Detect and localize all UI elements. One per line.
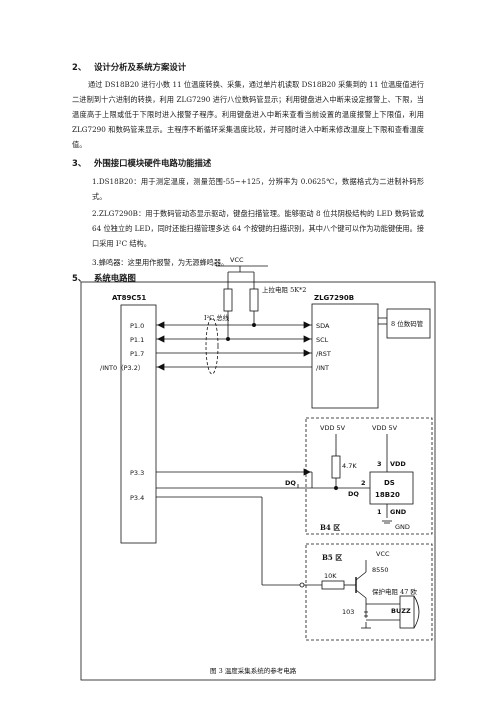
b5-region (305, 543, 433, 641)
resistor-4k7 (331, 455, 341, 479)
pullup-label: 上拉电阻 5K*2 (262, 285, 306, 294)
pullup-resistor-2 (249, 288, 259, 312)
section-5-heading: 5、系统电路图 (72, 272, 136, 284)
section-3-title: 外围接口模块硬件电路功能描述 (94, 158, 212, 168)
section-2-number: 2、 (72, 62, 87, 72)
display-label: 8 位数码管 (391, 319, 424, 328)
b5-cap: 103 (342, 608, 354, 616)
b4-pin3: 3 (377, 460, 382, 468)
b4-pin2: 2 (361, 479, 366, 487)
ds18b20-chip (369, 471, 414, 505)
section-2-title: 设计分析及系统方案设计 (94, 62, 187, 72)
ds18b20-line2: 18B20 (375, 491, 400, 499)
section-3-item-2: 2.ZLG7290B：用于数码管动态显示驱动，键盘扫描管理。能够驱动 8 位共阴… (92, 209, 424, 248)
mcu-pin-p11: P1.1 (130, 336, 144, 344)
mcu-pin-int0: /INT0（P3.2） (100, 364, 144, 372)
b4-resistor-label: 4.7K (342, 462, 357, 470)
section-3-number: 3、 (72, 158, 87, 168)
b4-vdd-right: VDD 5V (372, 424, 398, 432)
ds18b20-line1: DS (384, 479, 395, 487)
mcu-pin-p10: P1.0 (130, 322, 144, 330)
zlg-pin-int: /INT (316, 364, 329, 372)
b4-vdd-pin: VDD (390, 460, 406, 468)
b4-gnd: GND (395, 523, 410, 531)
zlg-name: ZLG7290B (314, 294, 354, 302)
mcu-chip (120, 304, 157, 544)
mcu-pin-p17: P1.7 (130, 350, 144, 358)
b4-gnd-pin: GND (390, 508, 407, 516)
schematic-frame (80, 281, 436, 681)
section-5-title: 系统电路图 (94, 273, 136, 283)
mcu-pin-p33: P3.3 (130, 469, 144, 477)
b5-protect-label: 保护电阻 47 欧 (372, 587, 417, 596)
zlg-pin-rst: /RST (316, 350, 331, 358)
resistor-10k (321, 580, 345, 590)
zlg-pin-sda: SDA (316, 322, 330, 330)
section-5-number: 5、 (72, 273, 87, 283)
b4-region (305, 417, 433, 535)
display-box (386, 308, 431, 339)
b4-dq-outer: DQ (285, 479, 296, 487)
i2c-bus-ellipse (205, 317, 219, 375)
b4-pin1: 1 (377, 508, 382, 516)
b5-region-label: B5 区 (322, 553, 342, 562)
b5-vcc: VCC (376, 550, 390, 558)
zlg-pin-scl: SCL (316, 336, 329, 344)
pullup-resistor-1 (223, 288, 233, 312)
b4-dq-inner: DQ (348, 490, 359, 498)
section-2-heading: 2、设计分析及系统方案设计 (72, 61, 186, 73)
section-2-paragraph: 通过 DS18B20 进行小数 11 位温度转换、采集，通过单片机读取 DS18… (72, 80, 424, 149)
i2c-bus-label: I²C 总线 (204, 313, 230, 322)
section-3-heading: 3、外围接口模块硬件电路功能描述 (72, 157, 211, 169)
mcu-name: AT89C51 (112, 294, 146, 302)
buzzer (399, 595, 415, 629)
b4-vdd-left: VDD 5V (320, 424, 346, 432)
b5-buzzer: BUZZ (391, 607, 411, 615)
b4-region-label: B4 区 (320, 523, 340, 532)
section-3-item-3: 3.蜂鸣器：这里用作报警，为无源蜂鸣器。 (92, 258, 229, 267)
figure-caption: 图 3 温度采集系统的参考电路 (210, 666, 297, 675)
b5-transistor: 8550 (372, 566, 389, 574)
b5-resistor: 10K (324, 572, 337, 580)
vcc-top-label: VCC (230, 256, 244, 264)
section-3-item-1: 1.DS18B20：用于测定温度，测量范围-55~+125，分辨率为 0.062… (92, 177, 424, 201)
zlg7290-chip (311, 303, 379, 409)
mcu-pin-p34: P3.4 (130, 494, 144, 502)
